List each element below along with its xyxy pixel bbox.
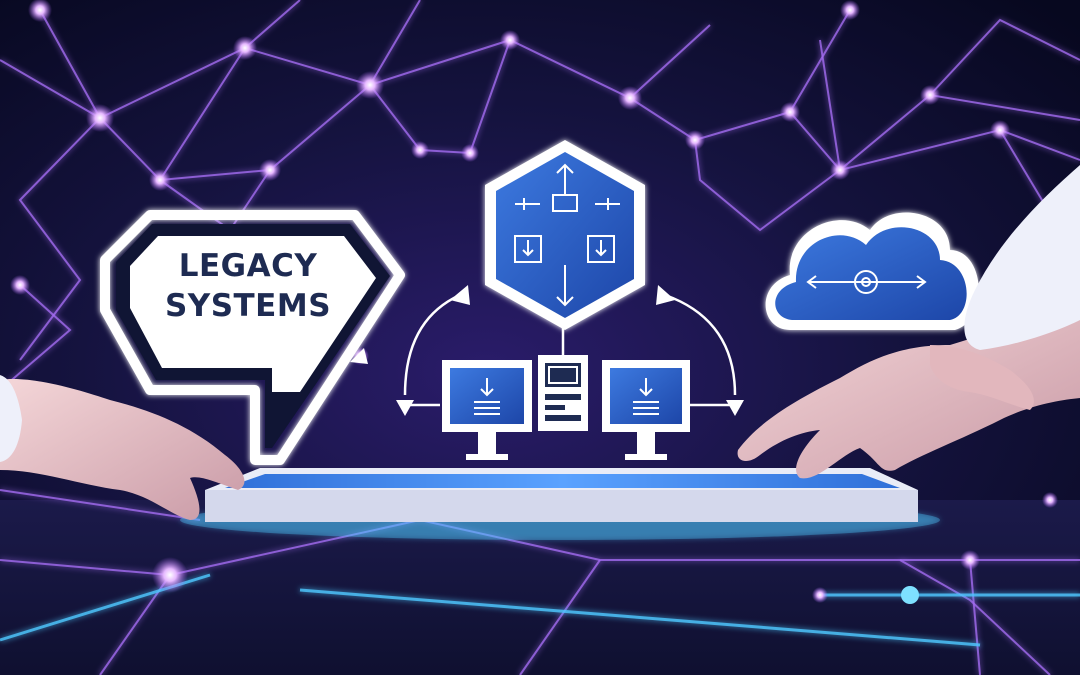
bubble-line-1: LEGACY xyxy=(178,248,318,284)
desktop-monitor-icon-right xyxy=(602,360,690,460)
tablet-device xyxy=(180,468,940,540)
legacy-systems-speech-bubble xyxy=(100,210,405,465)
server-tower-icon xyxy=(538,355,588,431)
speech-bubble-text: LEGACY SYSTEMS xyxy=(128,246,368,326)
desktop-monitor-icon-left xyxy=(442,360,532,460)
cloud-sync-icon xyxy=(765,212,979,330)
hand-right xyxy=(737,165,1080,479)
arrow-heads xyxy=(350,285,744,416)
bubble-line-2: SYSTEMS xyxy=(164,288,332,324)
hexagon-flow-icon xyxy=(485,140,645,330)
hand-left xyxy=(0,375,245,520)
network-nodes xyxy=(10,0,1058,604)
